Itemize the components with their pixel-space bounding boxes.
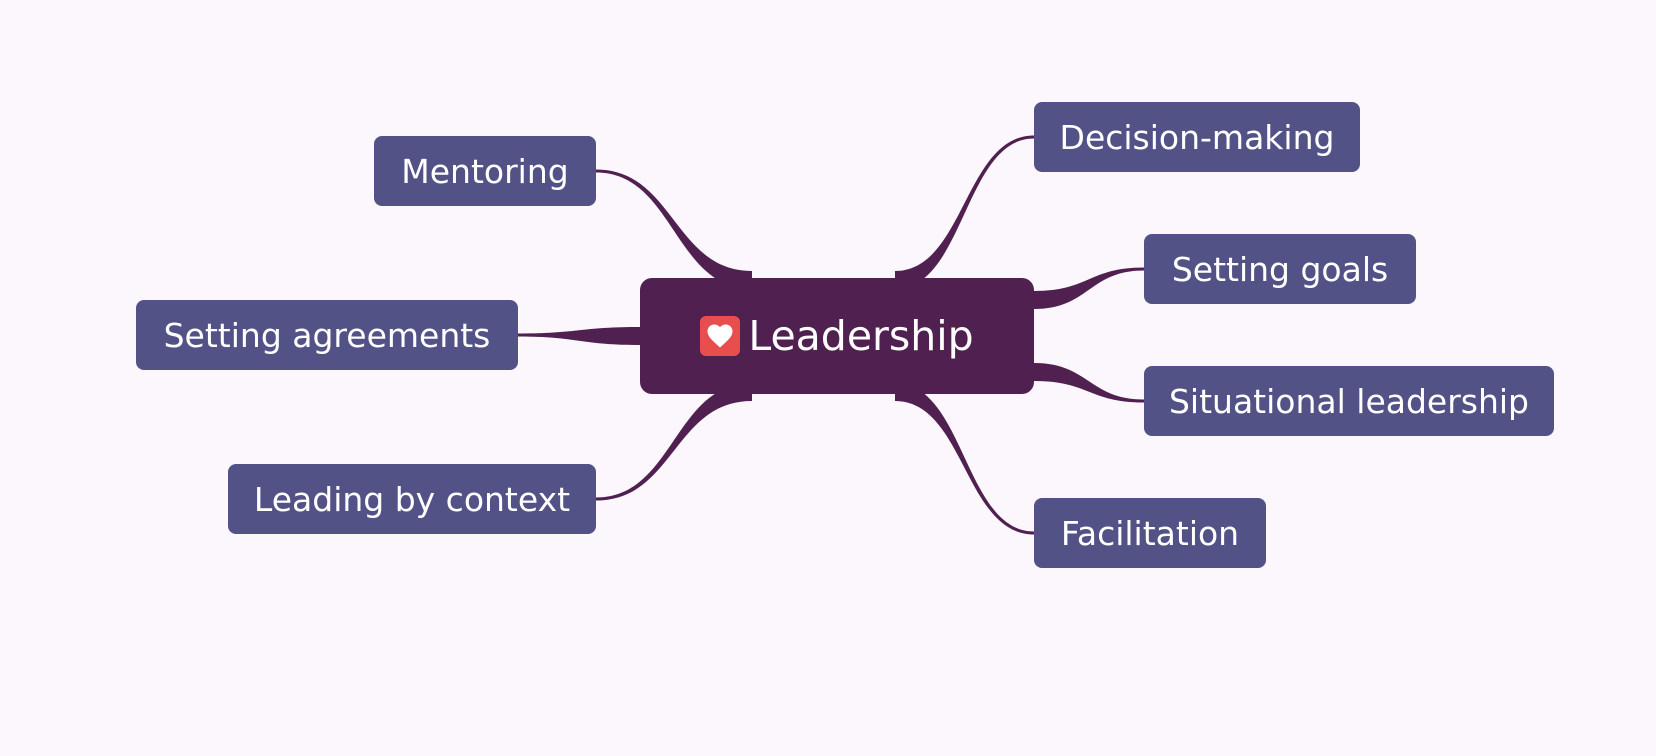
- branch-link-setting-goals: [1034, 267, 1144, 309]
- topic-setting-goals[interactable]: Setting goals: [1144, 234, 1416, 304]
- heart-icon: [700, 316, 741, 356]
- topic-situational-leadership[interactable]: Situational leadership: [1144, 366, 1554, 436]
- branch-link-decision-making: [895, 135, 1034, 289]
- branch-link-leading-by-context: [596, 383, 752, 501]
- topic-decision-making[interactable]: Decision-making: [1034, 102, 1360, 172]
- topic-leading-by-context[interactable]: Leading by context: [228, 464, 596, 534]
- topic-label: Situational leadership: [1168, 381, 1530, 421]
- topic-mentoring[interactable]: Mentoring: [374, 136, 596, 206]
- topic-label: Mentoring: [401, 151, 569, 191]
- topic-label: Decision-making: [1059, 117, 1335, 157]
- branch-link-setting-agreements: [518, 327, 640, 345]
- central-topic-label: Leadership: [748, 312, 974, 360]
- topic-label: Leading by context: [253, 479, 571, 519]
- branch-link-facilitation: [895, 383, 1034, 535]
- topic-setting-agreements[interactable]: Setting agreements: [136, 300, 518, 370]
- branch-link-situational-leadership: [1034, 363, 1144, 403]
- topic-label: Setting goals: [1171, 249, 1389, 289]
- topic-facilitation[interactable]: Facilitation: [1034, 498, 1266, 568]
- central-topic[interactable]: Leadership: [640, 278, 1034, 394]
- branch-link-mentoring: [596, 169, 752, 289]
- topic-label: Setting agreements: [163, 315, 491, 355]
- topic-label: Facilitation: [1060, 513, 1240, 553]
